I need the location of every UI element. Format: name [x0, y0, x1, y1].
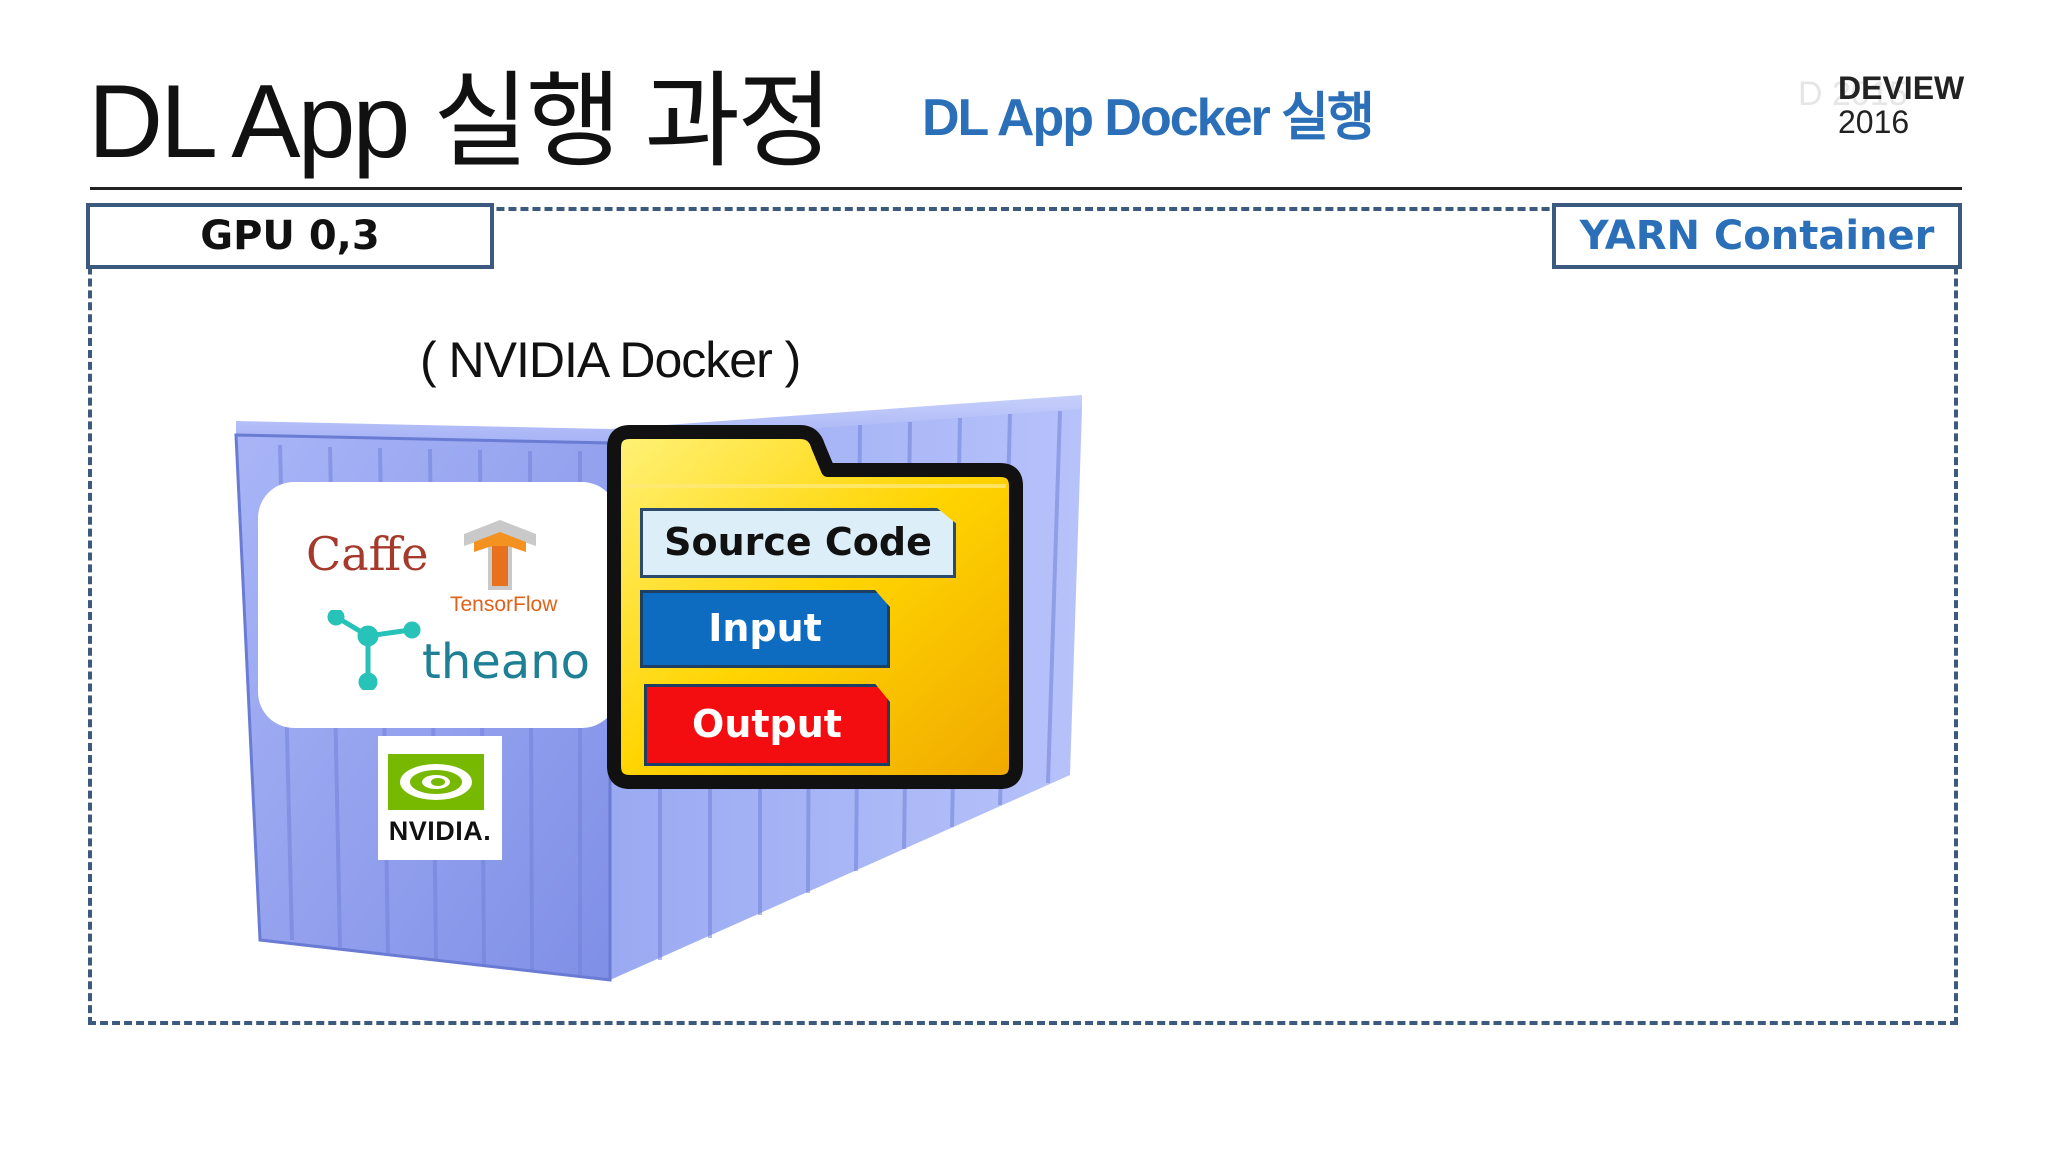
tensorflow-label: TensorFlow: [450, 593, 558, 616]
nvidia-eye-icon: [388, 754, 484, 810]
caffe-logo: Caffe: [306, 527, 429, 581]
output-file: Output: [644, 684, 890, 766]
deview-logo-year: 2016: [1838, 104, 1910, 140]
theano-icon: [327, 610, 421, 690]
yarn-container-frame: [88, 207, 1958, 1025]
nvidia-docker-caption: ( NVIDIA Docker ): [420, 332, 801, 388]
frameworks-panel: [258, 482, 618, 728]
source-code-file: Source Code: [640, 508, 956, 578]
slide-subtitle: DL App Docker 실행: [922, 89, 1375, 147]
deview-logo-brand: DEVIEW: [1838, 70, 1965, 106]
title-divider: [90, 187, 1962, 190]
nvidia-label: NVIDIA.: [388, 816, 492, 846]
logo-watermark: D 2015: [1798, 75, 1908, 113]
input-file: Input: [640, 590, 890, 668]
theano-label: theano: [422, 634, 590, 690]
gpu-tag: GPU 0,3: [86, 203, 494, 269]
slide-title: DL App 실행 과정: [88, 64, 833, 180]
tensorflow-icon: [464, 520, 536, 590]
yarn-container-tag: YARN Container: [1552, 203, 1962, 269]
